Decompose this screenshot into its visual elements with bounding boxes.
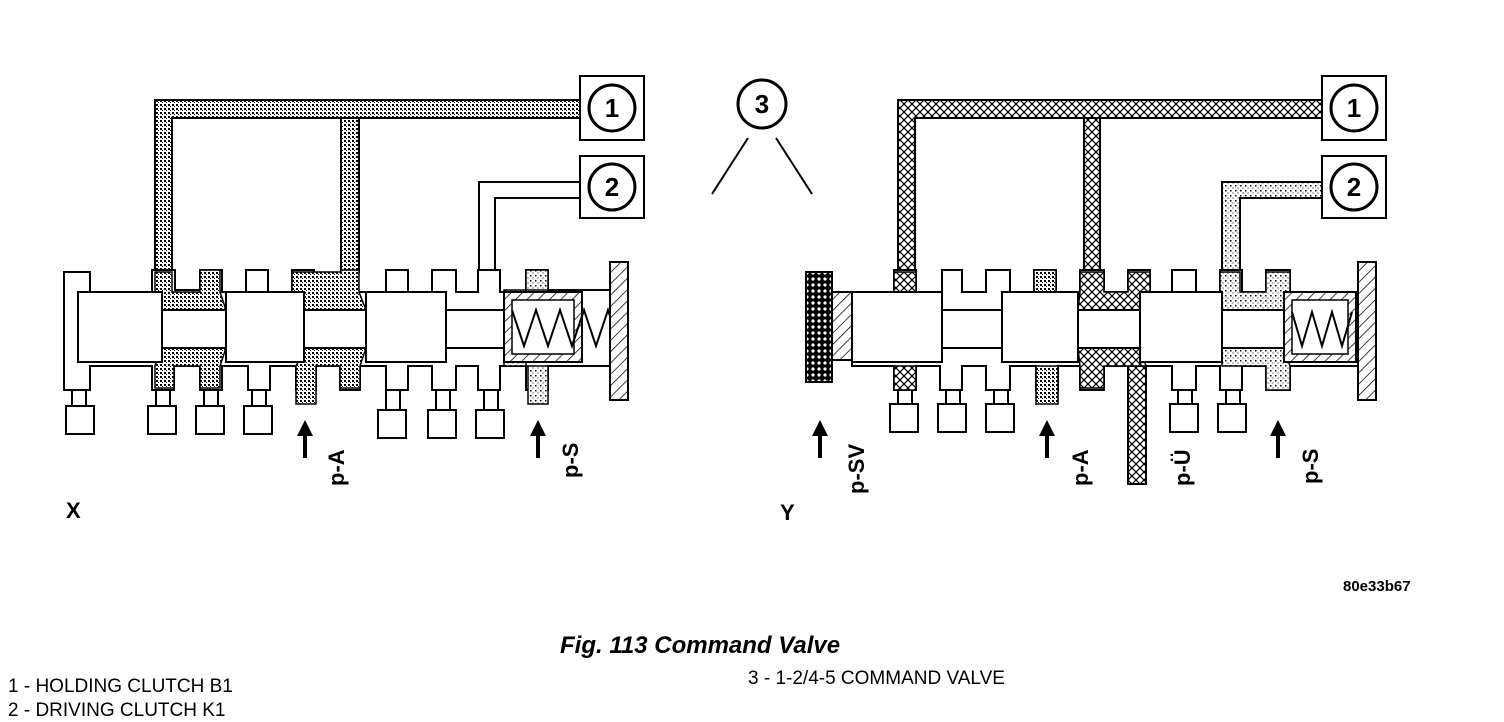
- spool-y-neck-2: [1077, 309, 1141, 349]
- line-y-branch: [1083, 117, 1101, 273]
- callout-2-y: 2: [1347, 172, 1361, 202]
- pressure-label-psv-y: p-SV: [844, 444, 869, 494]
- pressure-label-pa-x: p-A: [324, 449, 349, 486]
- spool-y-land-3: [1139, 291, 1223, 363]
- exhaust-port: [889, 403, 919, 433]
- exhaust-port: [243, 405, 273, 435]
- spool-x-land-2: [225, 291, 305, 363]
- spool-y-land-2: [1001, 291, 1079, 363]
- legend-item-2: 2 - DRIVING CLUTCH K1: [8, 700, 226, 721]
- exhaust-port: [1169, 403, 1199, 433]
- callout-circle: [1329, 162, 1379, 212]
- callout-1-x: 1: [605, 93, 619, 123]
- position-label-x: X: [66, 498, 81, 523]
- arrow-up-icon: [297, 420, 313, 458]
- spool-x-neck-2: [303, 309, 367, 349]
- arrow-up-icon: [530, 420, 546, 458]
- callout-circle: [587, 83, 637, 133]
- end-plug-y: [1357, 261, 1377, 401]
- exhaust-port: [985, 403, 1015, 433]
- valve-y: 1 2 p-SV p-A p-Ü p-S: [805, 75, 1387, 494]
- exhaust-port: [65, 405, 95, 435]
- callout-circle: [1329, 83, 1379, 133]
- spool-x-neck-3: [445, 309, 505, 349]
- pressure-label-ps-y: p-S: [1298, 449, 1323, 484]
- spring-y: [1291, 308, 1353, 350]
- spool-x-land-1: [77, 291, 163, 363]
- exhaust-port: [195, 405, 225, 435]
- callout-2-x: 2: [605, 172, 619, 202]
- spool-x-land-3: [365, 291, 447, 363]
- line-x-clutch2: [478, 181, 586, 271]
- pressure-label-ps-x: p-S: [558, 443, 583, 478]
- end-plug-x: [609, 261, 629, 401]
- spool-y-land-1: [851, 291, 943, 363]
- position-label-y: Y: [780, 500, 795, 525]
- line-x-branch: [340, 117, 360, 273]
- pressure-plug-y: [805, 271, 833, 383]
- legend-item-3: 3 - 1-2/4-5 COMMAND VALVE: [748, 668, 1005, 689]
- exhaust-port: [147, 405, 177, 435]
- callout-3-label: 3: [755, 89, 769, 119]
- callout-3: 3: [711, 78, 813, 195]
- arrow-up-icon: [1039, 420, 1055, 458]
- spool-y-neck-3: [1221, 309, 1285, 349]
- arrow-up-icon: [1270, 420, 1286, 458]
- reference-code: 80e33b67: [1343, 578, 1411, 595]
- exhaust-port: [475, 409, 505, 439]
- exhaust-port: [427, 409, 457, 439]
- arrow-up-icon: [812, 420, 828, 458]
- exhaust-port: [937, 403, 967, 433]
- spool-x-neck-1: [161, 309, 227, 349]
- valve-x: 1 2 p-A p-S: [63, 75, 645, 486]
- pressure-label-pu-y: p-Ü: [1170, 449, 1195, 486]
- legend-item-1: 1 - HOLDING CLUTCH B1: [8, 676, 233, 697]
- line-y-clutch2: [1221, 181, 1326, 273]
- pressure-label-pa-y: p-A: [1068, 449, 1093, 486]
- figure-caption: Fig. 113 Command Valve: [560, 632, 841, 659]
- exhaust-port: [1217, 403, 1247, 433]
- exhaust-port: [377, 409, 407, 439]
- spring-x: [511, 306, 619, 350]
- spool-y-neck-1: [941, 309, 1003, 349]
- callout-1-y: 1: [1347, 93, 1361, 123]
- callout-circle: [587, 162, 637, 212]
